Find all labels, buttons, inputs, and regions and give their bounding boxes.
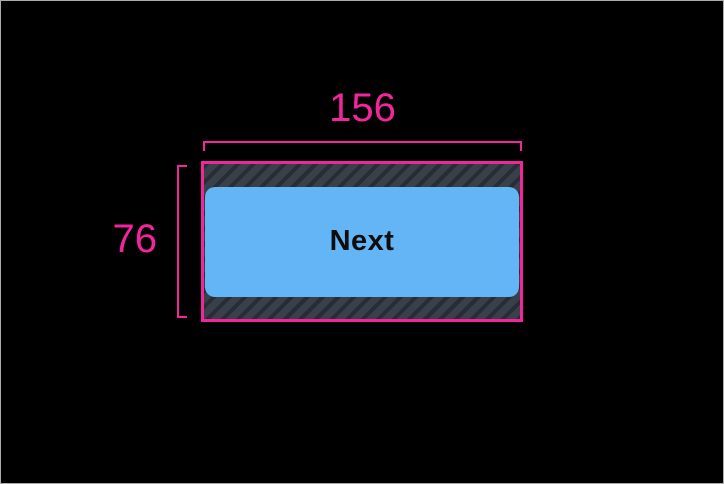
- height-dimension-label: 76: [112, 217, 158, 261]
- touch-target-area: Next: [201, 161, 523, 322]
- width-dimension-label: 156: [329, 86, 396, 130]
- height-line-top-tick: [177, 165, 187, 167]
- height-dimension-line: [177, 165, 187, 318]
- height-line-bottom-tick: [177, 316, 187, 318]
- next-button[interactable]: Next: [205, 186, 519, 297]
- next-button-label: Next: [329, 225, 395, 257]
- width-dimension-line: [203, 141, 522, 151]
- width-line-right-tick: [520, 141, 522, 151]
- width-line-left-tick: [203, 141, 205, 151]
